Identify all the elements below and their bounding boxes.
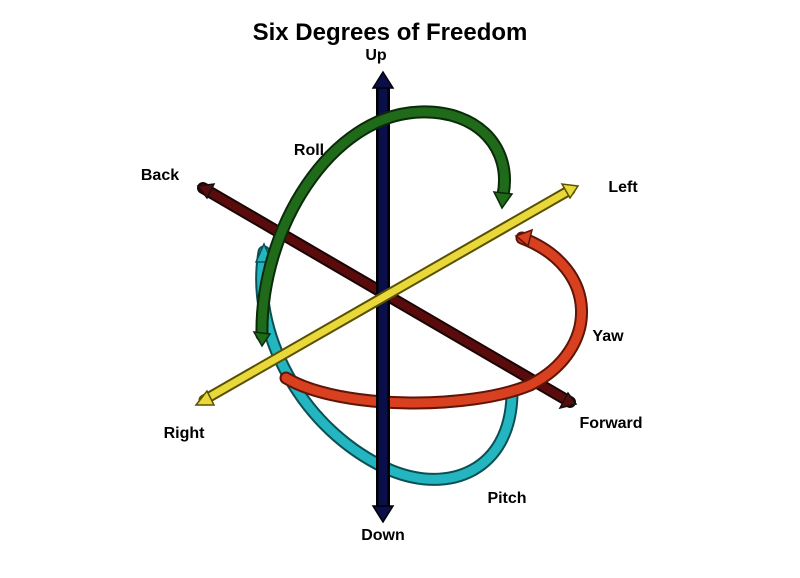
forward-arrowhead [558, 391, 578, 410]
back-arrowhead [196, 183, 216, 200]
lateral-axis [194, 183, 580, 406]
roll-arrowhead [492, 191, 514, 210]
pitch-label: Pitch [487, 490, 526, 507]
up-arrowhead [371, 70, 395, 89]
yaw-label: Yaw [592, 328, 624, 345]
yaw-arrowhead [514, 228, 534, 248]
up-label: Up [365, 47, 387, 64]
roll-label: Roll [294, 142, 324, 159]
roll-tail [252, 331, 272, 348]
back-label: Back [141, 167, 179, 184]
right-arrowhead [194, 389, 216, 406]
roll-arc [252, 105, 514, 348]
right-label: Right [164, 425, 206, 442]
left-arrowhead [560, 183, 580, 200]
forward-label: Forward [579, 415, 642, 432]
diagram-title: Six Degrees of Freedom [253, 19, 528, 46]
down-label: Down [361, 527, 405, 544]
yaw-arc [279, 228, 588, 410]
down-arrowhead [371, 505, 395, 524]
left-label: Left [608, 179, 638, 196]
